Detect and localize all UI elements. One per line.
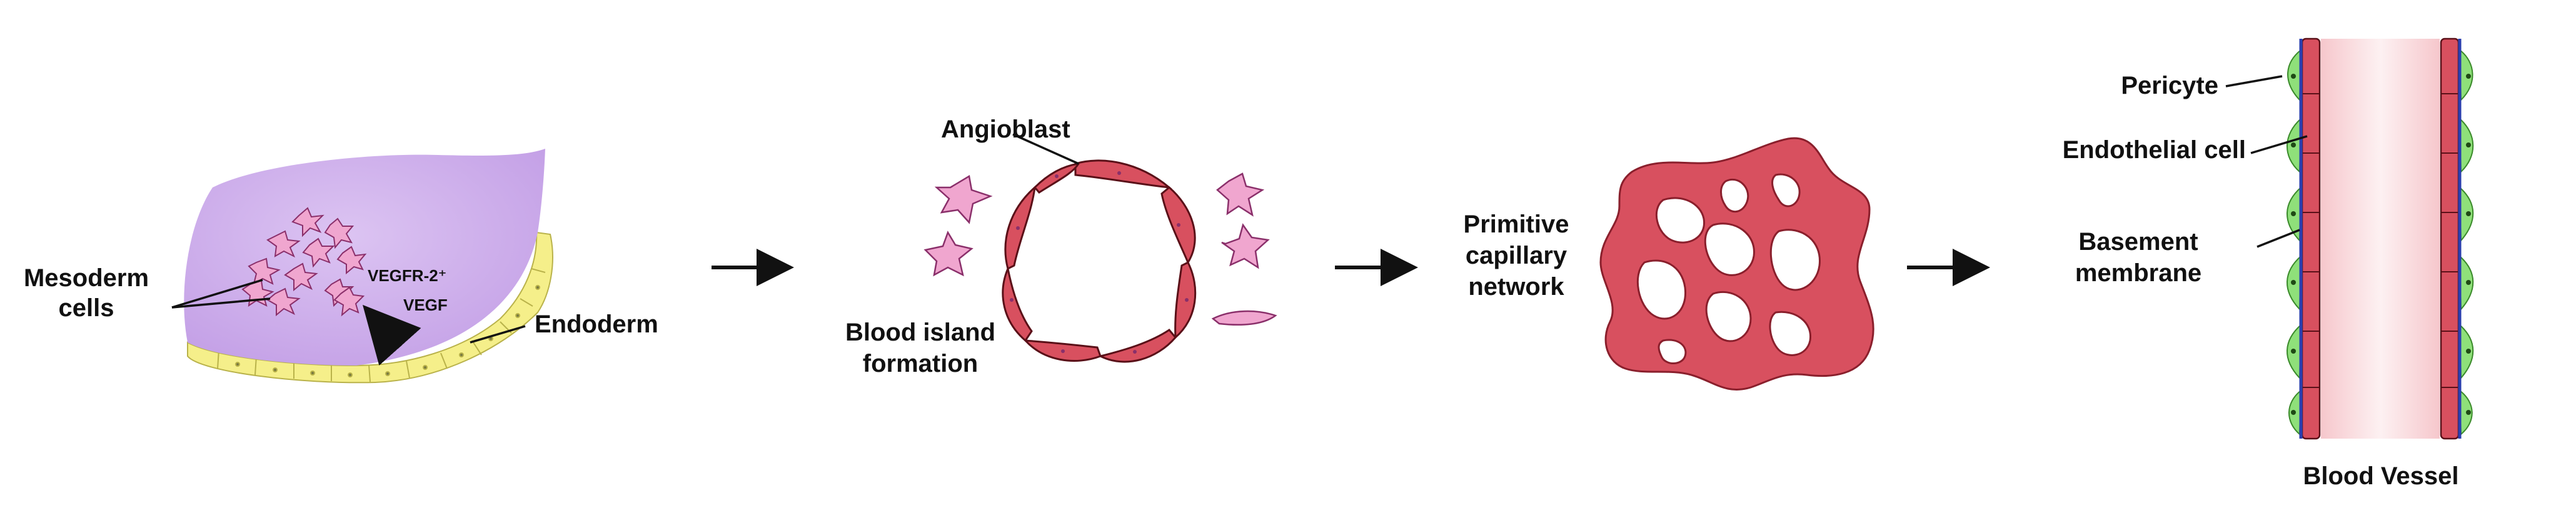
left-endothelial-wall: [2301, 37, 2321, 440]
endoderm-label: Endoderm: [535, 311, 658, 338]
stage-capillary-network: Primitive capillary network: [1464, 137, 1874, 391]
angioblast-leader: [1012, 133, 1079, 165]
right-endothelial-wall: [2440, 37, 2460, 440]
right-pericytes: [2458, 48, 2474, 436]
left-pericytes: [2287, 48, 2302, 436]
blood-vessel-label: Blood Vessel: [2303, 462, 2459, 490]
mesoderm-label-line1: Mesoderm: [24, 264, 149, 292]
basement-label-line2: membrane: [2075, 259, 2201, 287]
network-label-line2: capillary: [1466, 242, 1567, 269]
mesoderm-cells: [241, 207, 367, 317]
angioblast-ring: [1002, 159, 1197, 363]
capillary-network: [1599, 137, 1874, 391]
endothelial-leader: [2250, 135, 2308, 154]
network-label-line1: Primitive: [1464, 211, 1569, 238]
network-label-line3: network: [1468, 273, 1564, 301]
vegfr-label: VEGFR-2⁺: [368, 266, 446, 285]
endoderm-leader: [470, 325, 526, 344]
left-wall-dividers: [2302, 93, 2320, 388]
mesoderm-label-line2: cells: [59, 294, 114, 322]
basement-leader: [2257, 229, 2300, 248]
nucleus-dots: [1010, 171, 1189, 354]
mesoderm-tissue: [184, 149, 545, 366]
stage-blood-island: Angioblast Blood island formation: [845, 116, 1277, 377]
basement-label-line1: Basement: [2078, 228, 2198, 256]
pericyte-nuclei: [2291, 74, 2471, 415]
endothelial-label: Endothelial cell: [2063, 136, 2246, 164]
blood-island-label-line1: Blood island: [845, 319, 995, 346]
pericyte-leader: [2225, 75, 2283, 87]
free-angioblasts: [923, 172, 1277, 326]
angioblast-label: Angioblast: [941, 116, 1070, 143]
pericyte-label: Pericyte: [2121, 72, 2218, 99]
right-wall-dividers: [2441, 93, 2458, 388]
mesoderm-leader-2: [171, 297, 271, 309]
mesoderm-leader-1: [171, 279, 263, 309]
vegf-arrow: [363, 304, 421, 366]
endoderm-layer: [187, 231, 553, 384]
stage-mesoderm: Mesoderm cells VEGFR-2⁺ VEGF Endoderm: [24, 149, 658, 384]
stage-blood-vessel: Pericyte Endothelial cell Basement membr…: [2063, 37, 2474, 490]
blood-island-label-line2: formation: [863, 350, 978, 377]
vessel-lumen: [2321, 39, 2440, 439]
vegf-label: VEGF: [403, 296, 448, 314]
